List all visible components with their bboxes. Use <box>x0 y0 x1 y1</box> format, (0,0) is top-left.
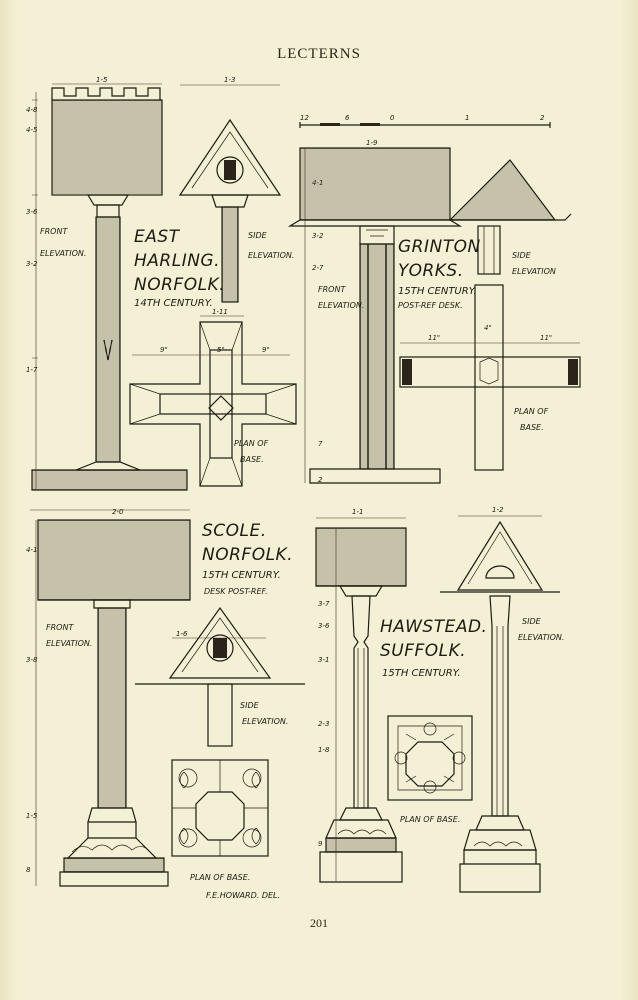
hawstead-dim-4: 2-3 <box>318 720 329 728</box>
east-harling-front-label-1: FRONT <box>40 227 68 236</box>
scole-dim-5: 8 <box>26 866 31 874</box>
east-harling-dim-5: 1-7 <box>26 366 38 374</box>
grinton-dim-3: 2-7 <box>312 264 324 272</box>
grinton-dim-2: 3-2 <box>312 232 324 240</box>
east-harling-century: 14TH CENTURY. <box>134 298 213 309</box>
east-harling-dim-1: 4-8 <box>26 106 38 114</box>
east-harling-dim-4: 3-2 <box>26 260 38 268</box>
scole-front-label-1: FRONT <box>46 623 74 632</box>
grinton-front-label-2: ELEVATION. <box>318 301 364 310</box>
scole-front-label-2: ELEVATION. <box>46 639 92 648</box>
running-head: LECTERNS <box>277 46 361 62</box>
grinton-dim-width: 1-9 <box>366 139 378 147</box>
page-number: 201 <box>310 916 328 930</box>
east-harling-dim-3: 3-6 <box>26 208 38 216</box>
hawstead-dim-width: 1-1 <box>352 508 363 516</box>
grinton-title-1: GRINTON <box>398 237 481 257</box>
grinton-dim-8: 11" <box>540 334 552 342</box>
grinton-title-2: YORKS. <box>398 261 464 281</box>
east-harling-dim-side: 1-3 <box>224 76 235 84</box>
east-harling-dim-2: 4-5 <box>26 126 38 134</box>
scole-plan-label: PLAN OF BASE. <box>190 873 250 882</box>
grinton-front-label-1: FRONT <box>318 285 346 294</box>
grinton-dim-6: 11" <box>428 334 440 342</box>
east-harling-title-2: HARLING. <box>134 251 220 271</box>
grinton-century: 15TH CENTURY. <box>398 286 477 297</box>
grinton-plan-label-2: BASE. <box>520 423 544 432</box>
east-harling-desk <box>51 99 163 196</box>
grinton-dim-4: 7 <box>318 440 323 448</box>
east-harling-plan-label-1: PLAN OF <box>234 439 269 448</box>
hawstead-dim-1: 3-7 <box>318 600 330 608</box>
east-harling-front-label-2: ELEVATION. <box>40 249 86 258</box>
scole-dim-width: 2-0 <box>112 508 124 516</box>
hawstead-side-label-2: ELEVATION. <box>518 633 564 642</box>
hawstead-dim-5: 1-8 <box>318 746 330 754</box>
grinton-drawing: 12 6 0 1 2 <box>287 114 581 484</box>
svg-text:0: 0 <box>390 114 395 122</box>
east-harling-dim-7: 5" <box>217 346 225 354</box>
scole-side-label-1: SIDE <box>240 701 260 710</box>
scole-dim-4: 1-5 <box>26 812 38 820</box>
hawstead-plan-label: PLAN OF BASE. <box>400 815 460 824</box>
east-harling-dim-6: 9" <box>160 346 168 354</box>
scole-century: 15TH CENTURY. <box>202 570 281 581</box>
grinton-plan-label-1: PLAN OF <box>514 407 549 416</box>
hawstead-title-1: HAWSTEAD. <box>380 617 487 637</box>
hawstead-title-2: SUFFOLK. <box>380 641 466 661</box>
scole-dim-1: 4-1 <box>26 546 37 554</box>
svg-text:12: 12 <box>300 114 309 122</box>
scole-side-label-2: ELEVATION. <box>242 717 288 726</box>
grinton-side-label-2: ELEVATION <box>512 267 556 276</box>
east-harling-drawing <box>31 83 297 491</box>
hawstead-dim-6: 9 <box>318 840 323 848</box>
east-harling-dim-width: 1-5 <box>96 76 108 84</box>
grinton-note: POST-REF DESK. <box>398 301 463 310</box>
hawstead-drawing <box>315 515 560 893</box>
hawstead-dim-side: 1-2 <box>492 506 504 514</box>
east-harling-side-label-1: SIDE <box>248 231 268 240</box>
hawstead-dim-2: 3-6 <box>318 622 330 630</box>
grinton-dim-1: 4-1 <box>312 179 323 187</box>
scole-title-1: SCOLE. <box>202 521 267 541</box>
east-harling-plan-label-2: BASE. <box>240 455 264 464</box>
hawstead-century: 15TH CENTURY. <box>382 668 461 679</box>
east-harling-title-3: NORFOLK. <box>134 275 225 295</box>
east-harling-dim-8: 9" <box>262 346 270 354</box>
signature: F.E.HOWARD. DEL. <box>206 891 280 900</box>
hawstead-dim-3: 3-1 <box>318 656 329 664</box>
svg-text:1: 1 <box>465 114 469 122</box>
scole-dim-3: 1-6 <box>176 630 188 638</box>
grinton-dim-5: 2 <box>318 476 323 484</box>
east-harling-side-label-2: ELEVATION. <box>248 251 294 260</box>
scole-dim-2: 3-8 <box>26 656 38 664</box>
east-harling-dim-9: 1-11 <box>212 308 228 316</box>
grinton-dim-7: 4" <box>484 324 492 332</box>
hawstead-side-label-1: SIDE <box>522 617 542 626</box>
scole-note: DESK POST-REF. <box>204 587 268 596</box>
scole-title-2: NORFOLK. <box>202 545 293 565</box>
grinton-side-label-1: SIDE <box>512 251 532 260</box>
svg-text:2: 2 <box>540 114 545 122</box>
svg-text:6: 6 <box>345 114 350 122</box>
scole-drawing <box>30 509 305 887</box>
east-harling-title-1: EAST <box>134 227 181 247</box>
